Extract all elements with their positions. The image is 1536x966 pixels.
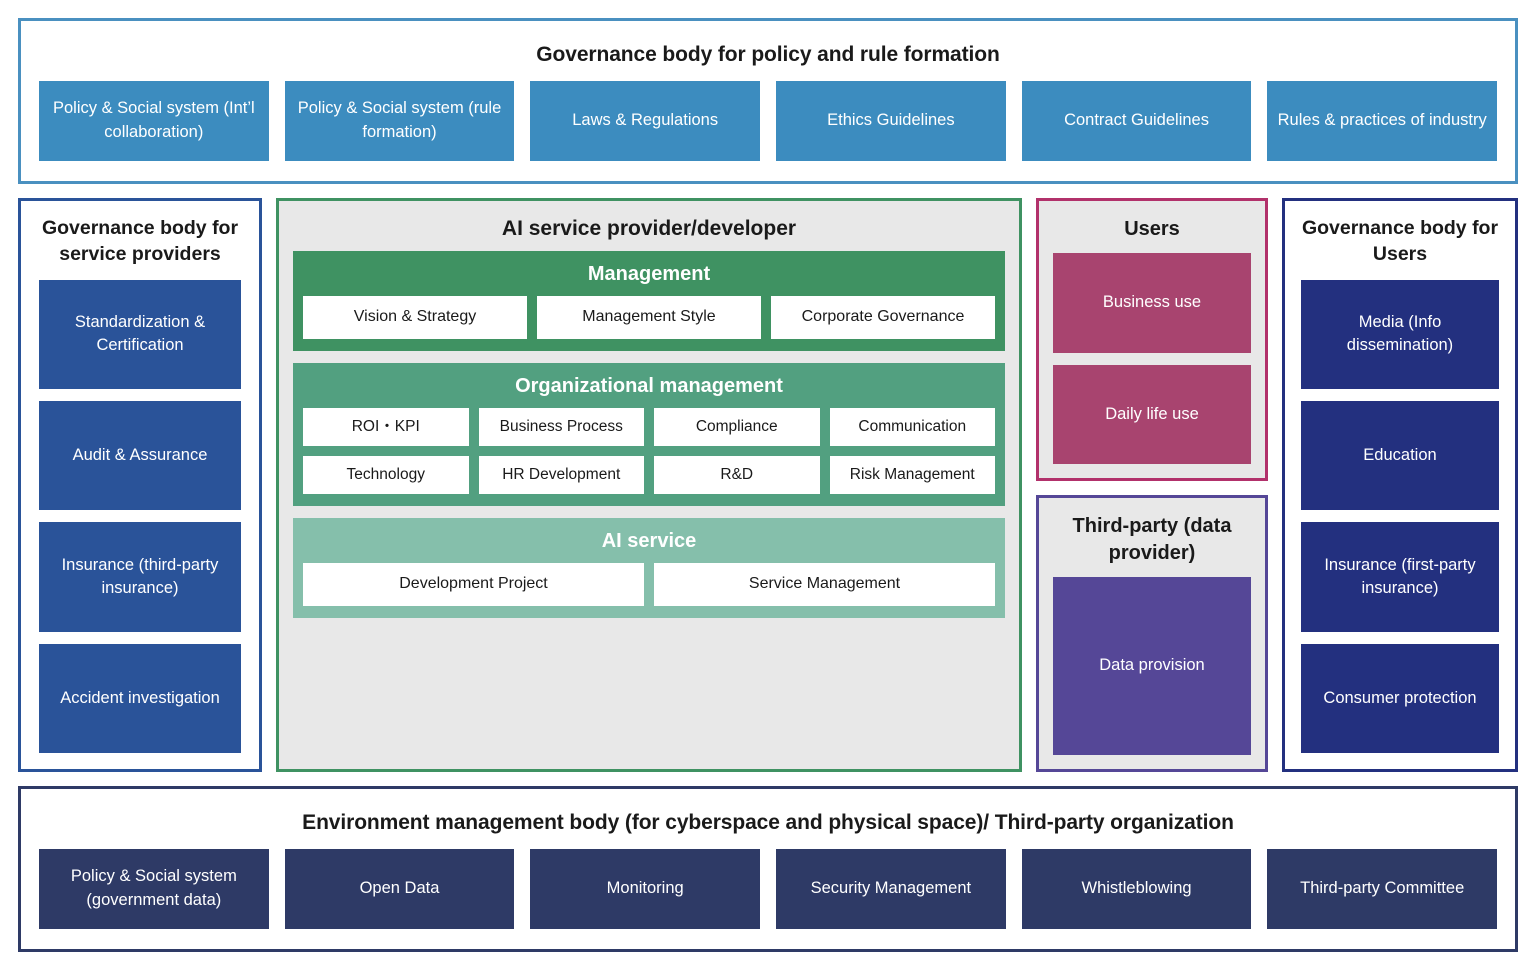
third-party-stack: Data provision <box>1053 577 1251 755</box>
layer-management: Management Vision & Strategy Management … <box>293 251 1005 351</box>
tile-corporate-governance[interactable]: Corporate Governance <box>771 296 995 339</box>
governance-users-panel: Governance body for Users Media (Info di… <box>1282 198 1518 772</box>
ai-service-provider-title: AI service provider/developer <box>501 217 797 240</box>
users-panel: Users Business use Daily life use <box>1036 198 1268 481</box>
tile-communication[interactable]: Communication <box>829 407 995 446</box>
governance-users-stack: Media (Info dissemination) Education Ins… <box>1301 279 1499 753</box>
tile-compliance[interactable]: Compliance <box>654 407 820 446</box>
policy-chip-rule-formation[interactable]: Policy & Social system (rule formation) <box>284 81 515 161</box>
layer-organizational-management-title: Organizational management <box>515 374 783 397</box>
env-chip-open-data[interactable]: Open Data <box>284 849 515 929</box>
gov-sp-box-audit-assurance[interactable]: Audit & Assurance <box>39 400 241 511</box>
governance-policy-chip-row: Policy & Social system (Int’l collaborat… <box>39 81 1498 161</box>
users-title: Users <box>1124 218 1180 240</box>
third-party-title: Third-party (data provider) <box>1072 515 1232 564</box>
environment-management-panel: Environment management body (for cybersp… <box>18 786 1518 952</box>
tile-roi-kpi[interactable]: ROI・KPI <box>303 407 469 446</box>
gov-users-box-insurance-first-party[interactable]: Insurance (first-party insurance) <box>1301 522 1499 632</box>
third-party-panel: Third-party (data provider) Data provisi… <box>1036 495 1268 772</box>
layer-organizational-row-2: Technology HR Development R&D Risk Manag… <box>303 455 995 495</box>
gov-users-box-education[interactable]: Education <box>1301 400 1499 511</box>
users-stack: Business use Daily life use <box>1053 253 1251 464</box>
third-party-box-data-provision[interactable]: Data provision <box>1053 577 1251 755</box>
gov-users-box-media-info-dissemination[interactable]: Media (Info dissemination) <box>1301 279 1499 389</box>
governance-service-providers-title: Governance body for service providers <box>41 217 239 266</box>
policy-chip-ethics-guidelines[interactable]: Ethics Guidelines <box>776 81 1006 161</box>
users-box-daily-life-use[interactable]: Daily life use <box>1053 364 1251 464</box>
middle-row: Governance body for service providers St… <box>18 198 1518 772</box>
environment-management-chip-row: Policy & Social system (government data)… <box>39 849 1498 929</box>
layer-ai-service: AI service Development Project Service M… <box>293 518 1005 618</box>
tile-vision-strategy[interactable]: Vision & Strategy <box>303 296 527 339</box>
env-chip-security-management[interactable]: Security Management <box>776 849 1006 929</box>
tile-development-project[interactable]: Development Project <box>303 563 644 606</box>
users-thirdparty-column: Users Business use Daily life use Third-… <box>1036 198 1268 772</box>
layer-ai-service-title: AI service <box>601 530 697 553</box>
governance-policy-panel: Governance body for policy and rule form… <box>18 18 1518 184</box>
governance-users-title: Governance body for Users <box>1301 217 1499 266</box>
environment-management-title: Environment management body (for cybersp… <box>302 811 1234 834</box>
env-chip-policy-government-data[interactable]: Policy & Social system (government data) <box>39 849 269 929</box>
gov-sp-box-standardization-certification[interactable]: Standardization & Certification <box>39 279 241 389</box>
governance-service-providers-panel: Governance body for service providers St… <box>18 198 262 772</box>
policy-chip-contract-guidelines[interactable]: Contract Guidelines <box>1021 81 1252 161</box>
layer-organizational-row-1: ROI・KPI Business Process Compliance Comm… <box>303 407 995 446</box>
env-chip-third-party-committee[interactable]: Third-party Committee <box>1267 849 1498 929</box>
governance-policy-title: Governance body for policy and rule form… <box>536 43 1000 66</box>
tile-hr-development[interactable]: HR Development <box>478 455 644 495</box>
layer-ai-service-row-1: Development Project Service Management <box>303 563 995 606</box>
tile-rd[interactable]: R&D <box>654 455 820 495</box>
tile-risk-management[interactable]: Risk Management <box>829 455 995 495</box>
ai-service-provider-panel: AI service provider/developer Management… <box>276 198 1022 772</box>
layer-management-row-1: Vision & Strategy Management Style Corpo… <box>303 296 995 339</box>
env-chip-whistleblowing[interactable]: Whistleblowing <box>1021 849 1252 929</box>
tile-business-process[interactable]: Business Process <box>478 407 644 446</box>
layer-organizational-management: Organizational management ROI・KPI Busine… <box>293 362 1005 507</box>
gov-sp-box-accident-investigation[interactable]: Accident investigation <box>39 643 241 753</box>
layer-management-title: Management <box>587 263 711 285</box>
policy-chip-intl-collaboration[interactable]: Policy & Social system (Int’l collaborat… <box>39 81 269 161</box>
env-chip-monitoring[interactable]: Monitoring <box>530 849 761 929</box>
tile-technology[interactable]: Technology <box>303 455 469 495</box>
tile-service-management[interactable]: Service Management <box>654 563 995 606</box>
policy-chip-rules-practices-industry[interactable]: Rules & practices of industry <box>1267 81 1498 161</box>
gov-users-box-consumer-protection[interactable]: Consumer protection <box>1301 643 1499 753</box>
tile-management-style[interactable]: Management Style <box>537 296 761 339</box>
gov-sp-box-insurance-third-party[interactable]: Insurance (third-party insurance) <box>39 522 241 632</box>
policy-chip-laws-regulations[interactable]: Laws & Regulations <box>530 81 761 161</box>
governance-service-providers-stack: Standardization & Certification Audit & … <box>39 279 241 753</box>
users-box-business-use[interactable]: Business use <box>1053 253 1251 353</box>
